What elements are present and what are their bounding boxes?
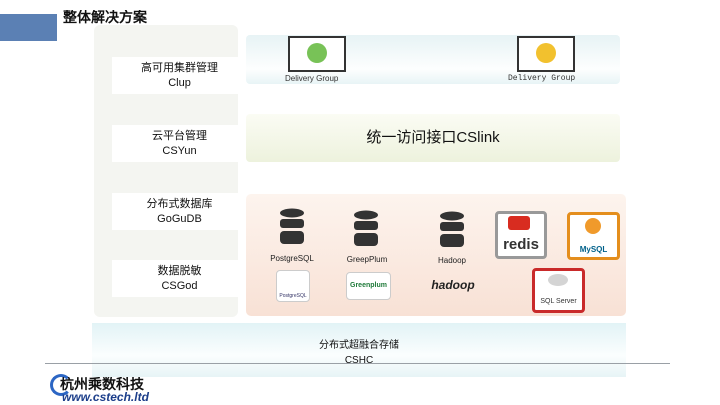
brand-url: www.cstech.ltd [62, 390, 149, 404]
mysql-dolphin-icon [585, 218, 601, 234]
access-label: 统一访问接口CSlink [366, 129, 500, 146]
storage-en: CSHC [344, 355, 374, 366]
postgres-label: PostgreSQL [270, 254, 314, 263]
module-gogudb-cn: 分布式数据库 [146, 197, 213, 210]
delivery-group-left: Delivery Group [285, 74, 339, 83]
access-bar [246, 114, 620, 162]
greenplum-db-icon [354, 210, 378, 246]
storage-label: 分布式超融合存储 CSHC [92, 338, 626, 368]
page-title: 整体解决方案 [63, 10, 147, 24]
module-clup: 高可用集群管理 Clup [112, 57, 247, 94]
mysql-logo: MySQL [567, 212, 620, 260]
delivery-group-right: Delivery Group [508, 74, 576, 83]
sqlserver-icon [548, 274, 568, 286]
hadoop-db-icon [440, 211, 464, 247]
module-clup-en: Clup [168, 76, 191, 89]
module-csgod-en: CSGod [161, 279, 198, 292]
module-clup-cn: 高可用集群管理 [141, 61, 218, 74]
postgres-db-icon [280, 208, 304, 244]
user-icon-yellow [536, 43, 556, 63]
module-csyun-en: CSYun [162, 144, 197, 157]
monitor-icon-right [517, 36, 575, 72]
module-csgod-cn: 数据脱敏 [157, 264, 202, 277]
module-gogudb-en: GoGuDB [157, 212, 202, 225]
footer-divider [45, 363, 670, 364]
module-gogudb: 分布式数据库 GoGuDB [112, 193, 247, 230]
greenplum-label: GreepPlum [346, 255, 388, 264]
sqlserver-logo: SQL Server [532, 268, 585, 313]
redis-cube-icon [508, 216, 530, 230]
greenplum-logo: Greenplum [346, 272, 391, 300]
brand-name: 杭州乘数科技 [60, 377, 144, 391]
hadoop-logo: hadoop [431, 278, 475, 292]
module-csyun-cn: 云平台管理 [152, 129, 207, 142]
module-csyun: 云平台管理 CSYun [112, 125, 247, 162]
storage-cn: 分布式超融合存储 [319, 340, 399, 351]
hadoop-label: Hadoop [437, 256, 467, 265]
postgres-logo: PostgreSQL [276, 270, 310, 302]
brand-logo-icon [50, 374, 72, 396]
storage-bar [92, 323, 626, 377]
module-csgod: 数据脱敏 CSGod [112, 260, 247, 297]
user-icon-green [307, 43, 327, 63]
monitor-icon-left [288, 36, 346, 72]
title-accent-bar [0, 14, 57, 41]
